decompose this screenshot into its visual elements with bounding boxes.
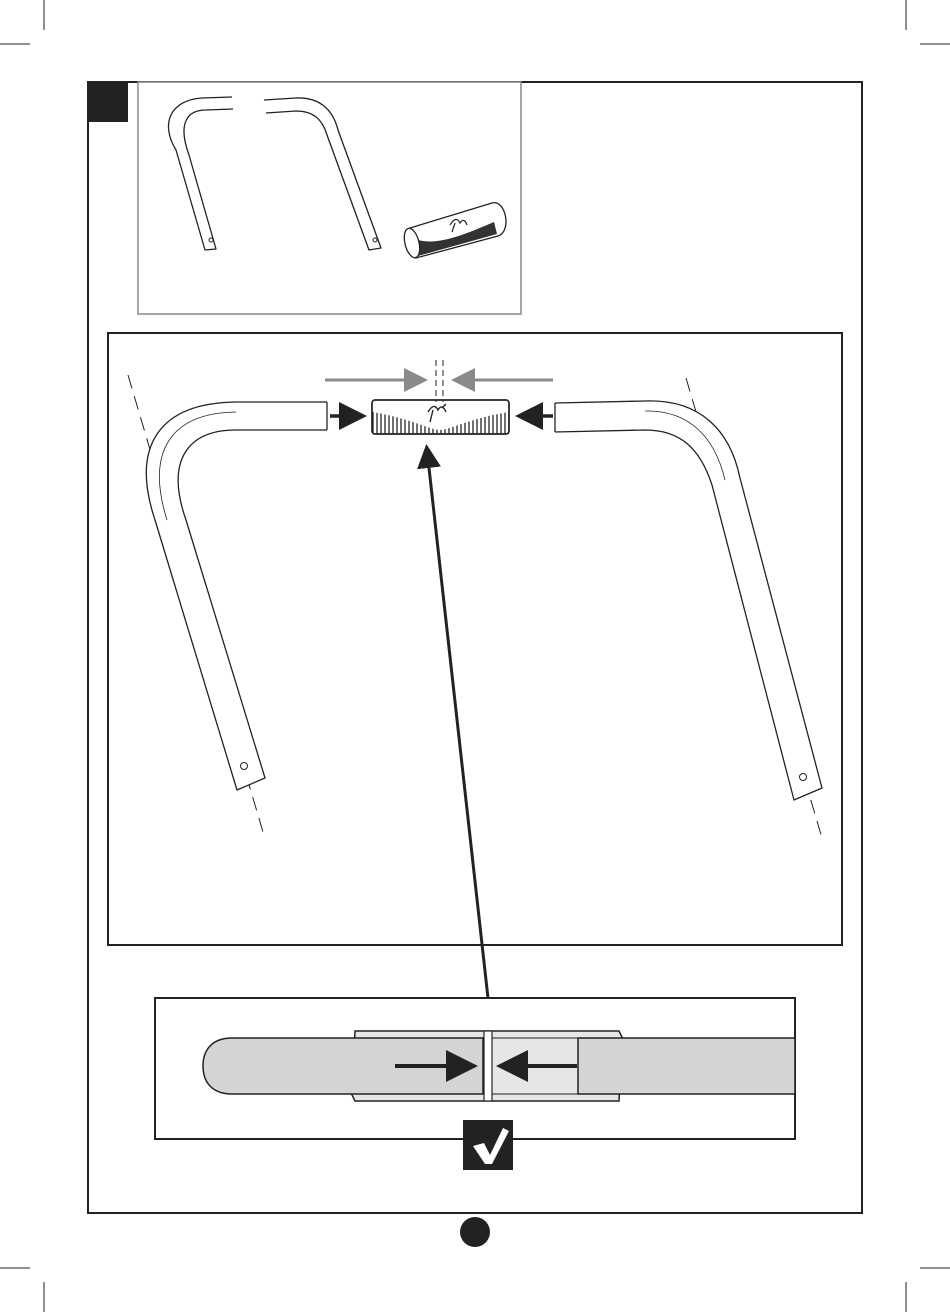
- correct-checkmark-badge: [463, 1120, 513, 1170]
- detail-panel: [155, 998, 795, 1139]
- parts-panel: [138, 82, 521, 314]
- left-tube-hole: [241, 763, 248, 770]
- step-badge: [88, 82, 128, 122]
- handle-connector-sleeve: [372, 400, 509, 434]
- assembly-panel: [108, 333, 842, 945]
- right-tube-hole: [800, 774, 807, 781]
- detail-right-tube: [578, 1038, 795, 1094]
- page-number-badge: [460, 1217, 490, 1247]
